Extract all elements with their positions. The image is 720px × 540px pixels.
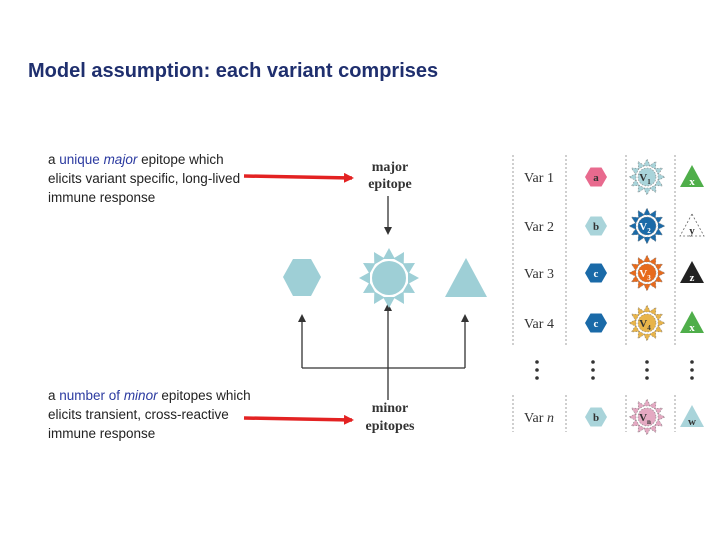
triangle-letter: x	[689, 322, 695, 334]
variant-row: Var n b Vn w	[524, 398, 704, 436]
triangle-icon	[679, 213, 705, 237]
hexagon-minor-epitope	[283, 259, 321, 296]
desc-text: a	[48, 388, 60, 403]
sun-icon	[628, 254, 666, 292]
triangle-icon	[680, 165, 704, 187]
variant-label: Var n	[524, 411, 554, 426]
sun-letter: V3	[639, 268, 651, 282]
ellipsis-row	[535, 360, 694, 380]
triangle-icon	[680, 261, 704, 283]
variant-row: Var 2 b V2 y	[524, 207, 705, 245]
table-separators	[512, 155, 676, 432]
hexagon-letter: c	[594, 268, 599, 280]
triangle-letter: y	[689, 225, 695, 237]
minor-label-line-2: epitopes	[366, 419, 416, 434]
hexagon-letter: c	[594, 318, 599, 330]
hexagon-letter: b	[593, 221, 599, 233]
triangle-icon	[680, 311, 704, 333]
variant-label: Var 1	[524, 171, 554, 186]
sun-major-epitope	[359, 248, 419, 308]
triangle-minor-epitope	[445, 258, 487, 297]
triangle-letter: w	[688, 416, 696, 428]
hexagon-icon	[585, 407, 607, 427]
triangle-icon	[680, 405, 704, 427]
variant-row: Var 4 c V4 x	[524, 304, 704, 342]
variant-label: Var 4	[524, 317, 554, 332]
hexagon-icon	[585, 216, 607, 236]
variant-row: Var 3 c V3 z	[524, 254, 704, 292]
sun-icon	[359, 248, 419, 308]
variant-row: Var 1 a V1 x	[524, 158, 704, 196]
sun-letter: V2	[639, 221, 651, 235]
hexagon-letter: b	[593, 412, 599, 424]
major-red-arrow	[243, 172, 354, 183]
desc-text: epitopes which elicits transient, cross-…	[48, 388, 251, 441]
minor-red-arrow	[243, 414, 354, 425]
sun-icon	[628, 207, 666, 245]
minor-label-line-1: minor	[372, 401, 409, 416]
sun-letter: V4	[639, 318, 651, 332]
desc-highlight-italic: minor	[123, 388, 158, 403]
sun-icon	[628, 158, 666, 196]
major-label-line-2: epitope	[368, 177, 412, 192]
variant-label: Var 2	[524, 220, 554, 235]
hexagon-letter: a	[593, 172, 599, 184]
minor-epitope-description: a number of minor epitopes which elicits…	[48, 386, 258, 443]
sun-letter: V1	[639, 172, 651, 186]
sun-icon	[628, 304, 666, 342]
hexagon-icon	[585, 263, 607, 283]
slide-title: Model assumption: each variant comprises	[28, 60, 439, 82]
desc-text: a	[48, 152, 60, 167]
desc-highlight: unique	[59, 152, 104, 167]
sun-letter: Vn	[639, 412, 651, 426]
hexagon-icon	[585, 313, 607, 333]
hexagon-icon	[585, 167, 607, 187]
major-label-line-1: major	[372, 160, 409, 175]
major-epitope-description: a unique major epitope which elicits var…	[48, 150, 258, 207]
desc-highlight: number of	[59, 388, 124, 403]
triangle-letter: z	[690, 272, 695, 284]
desc-text: epitope which elicits variant specific, …	[48, 152, 241, 205]
triangle-letter: x	[689, 176, 695, 188]
sun-icon	[628, 398, 666, 436]
desc-highlight-italic: major	[103, 152, 138, 167]
variant-label: Var 3	[524, 267, 554, 282]
